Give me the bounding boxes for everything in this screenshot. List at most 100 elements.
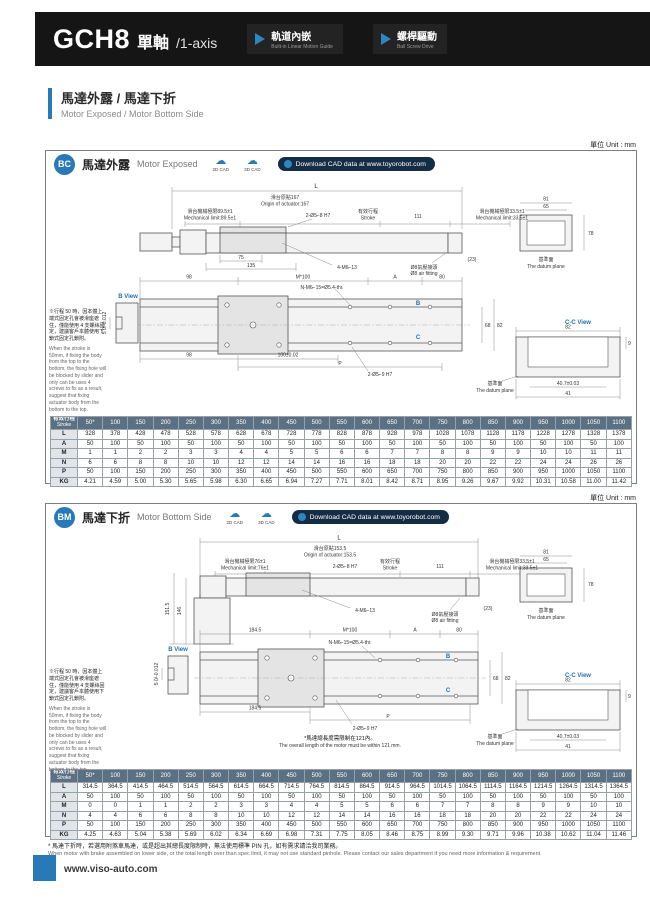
- table-cell: 8.42: [379, 476, 406, 487]
- cad-3d-button[interactable]: ☁ 3D CAD: [244, 155, 261, 173]
- table-cell: 6: [353, 448, 381, 459]
- table-cell: 900: [504, 467, 532, 478]
- table-cell: 500: [303, 820, 330, 831]
- table-cell: 16: [404, 810, 431, 821]
- dim-label: 78: [588, 231, 594, 237]
- bm-drawing-geometry: [161, 538, 627, 752]
- unit-label: 單位 Unit : mm: [590, 142, 636, 149]
- dim-label: 40.7±0.03: [557, 381, 579, 387]
- table-cell: 0: [76, 801, 104, 812]
- table-cell: 1214.5: [530, 782, 557, 793]
- table-cell: 400: [253, 467, 280, 478]
- stroke-column-header: 450: [278, 416, 305, 430]
- cad-2d-button[interactable]: ☁ 2D CAD: [227, 508, 244, 526]
- table-cell: 1378: [605, 429, 633, 440]
- table-cell: 914.5: [379, 782, 406, 793]
- table-cell: 6.65: [253, 476, 280, 487]
- table-cell: 850: [479, 467, 506, 478]
- website-url[interactable]: www.viso-auto.com: [64, 864, 158, 875]
- table-cell: 9.26: [454, 476, 481, 487]
- table-cell: 1114.5: [479, 782, 506, 793]
- stroke-note-en: When the stroke is 50mm, if fixing the b…: [49, 345, 107, 413]
- download-label: Download CAD data at www.toyorobot.com: [295, 160, 426, 168]
- table-cell: 50: [580, 791, 607, 802]
- table-cell: 100: [504, 791, 532, 802]
- table-cell: 928: [379, 429, 406, 440]
- table-cell: 6.94: [278, 476, 305, 487]
- dim-label: 82: [505, 676, 511, 682]
- table-cell: 1100: [605, 820, 633, 831]
- bm-title-en: Motor Bottom Side: [137, 512, 212, 522]
- table-cell: 464.5: [152, 782, 179, 793]
- dim-label: Ø8 air fitting: [432, 618, 459, 624]
- table-cell: 100: [353, 791, 381, 802]
- bc-drawing-labels: L 滑台原點167 Origin of actuator:167 滑台機械極限8…: [102, 184, 631, 397]
- table-cell: 314.5: [76, 782, 104, 793]
- table-cell: 100: [605, 438, 633, 449]
- table-cell: 5.65: [177, 476, 204, 487]
- stroke-note-cn: ※行程 50 時，因本體上端式固定孔會被滑座遮住，僅能使用 4 支螺絲固定，建議…: [49, 309, 105, 342]
- table-cell: 5.98: [202, 476, 230, 487]
- table-cell: 11.04: [580, 829, 607, 840]
- table-cell: 514.5: [177, 782, 204, 793]
- table-cell: 100: [152, 438, 179, 449]
- table-cell: 1: [76, 448, 104, 459]
- cad-2d-button[interactable]: ☁ 2D CAD: [213, 155, 230, 173]
- cad-3d-label: 3D CAD: [258, 519, 275, 525]
- table-cell: 1: [102, 448, 129, 459]
- section-heading: 馬達外露 / 馬達下折 Motor Exposed / Motor Bottom…: [48, 88, 204, 119]
- dim-label: 65: [543, 557, 549, 563]
- table-cell: 20: [454, 457, 481, 468]
- table-cell: 2: [202, 801, 230, 812]
- table-cell: 700: [404, 820, 431, 831]
- cad-3d-button[interactable]: ☁ 3D CAD: [258, 508, 275, 526]
- stroke-column-header: 800: [454, 769, 481, 783]
- dim-label: N-M6⌐15=Ø5.4-thr.: [300, 285, 343, 291]
- table-cell: 364.5: [102, 782, 129, 793]
- table-cell: 4: [253, 448, 280, 459]
- stroke-column-header: 400: [253, 416, 280, 430]
- dim-label: Stroke: [361, 216, 376, 222]
- table-cell: 650: [379, 467, 406, 478]
- stroke-column-header: 350: [228, 416, 255, 430]
- table-cell: 10: [530, 448, 557, 459]
- table-cell: 5.38: [152, 829, 179, 840]
- table-cell: 378: [102, 429, 129, 440]
- download-cad-button[interactable]: Download CAD data at www.toyorobot.com: [291, 510, 449, 524]
- dim-label: 滑台機械極限76±1: [224, 558, 265, 565]
- table-cell: 4.25: [76, 829, 104, 840]
- table-cell: 12: [228, 457, 255, 468]
- stroke-column-header: 400: [253, 769, 280, 783]
- table-cell: 7: [379, 448, 406, 459]
- stroke-column-header: 850: [479, 416, 506, 430]
- table-cell: 4: [228, 448, 255, 459]
- dim-label: 82: [565, 325, 571, 331]
- table-cell: 550: [328, 820, 355, 831]
- dim-label: Mechanical limit:33.5±1: [476, 216, 528, 222]
- dim-label: 81: [543, 550, 549, 556]
- table-cell: 778: [303, 429, 330, 440]
- table-cell: 6.69: [253, 829, 280, 840]
- bm-technical-drawing: L 滑台原點153.5 Origin of actuator:153.5 滑台機…: [154, 536, 631, 752]
- motor-length-note-en: The overall length of the motor must be …: [279, 743, 401, 749]
- table-cell: 650: [379, 820, 406, 831]
- stroke-column-header: 1050: [580, 416, 607, 430]
- download-cad-button[interactable]: Download CAD data at www.toyorobot.com: [277, 157, 435, 171]
- table-cell: 50: [530, 791, 557, 802]
- table-cell: 1028: [429, 429, 456, 440]
- dim-label: 2-Ø5⌐8 H7: [333, 564, 358, 570]
- table-cell: 8.05: [353, 829, 381, 840]
- dim-label: 82: [565, 678, 571, 684]
- row-label: KG: [50, 476, 78, 487]
- table-cell: 6: [127, 810, 154, 821]
- stroke-column-header: 250: [177, 769, 204, 783]
- brand-logo: [33, 855, 56, 881]
- table-cell: 11.46: [605, 829, 633, 840]
- badge-en: Ball Screw Drive: [396, 44, 434, 50]
- datum-label: The datum plane: [527, 615, 565, 621]
- table-cell: 4: [303, 801, 330, 812]
